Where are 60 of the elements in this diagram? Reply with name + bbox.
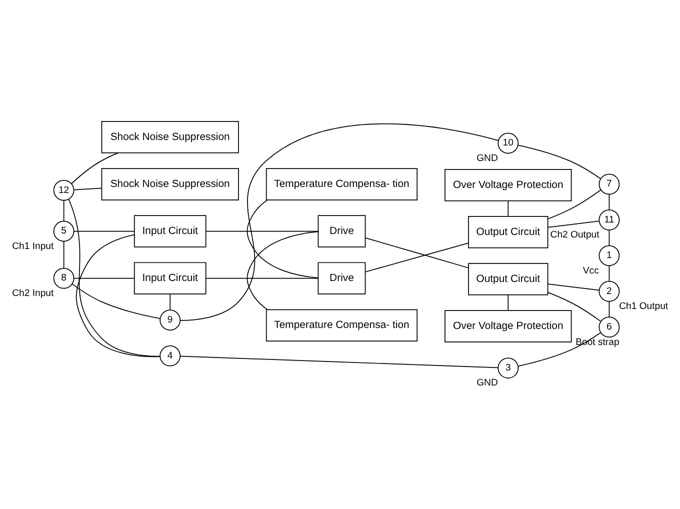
- connector: [76, 234, 160, 357]
- node-label: Vcc: [582, 264, 599, 276]
- connector: [608, 229, 610, 246]
- node-box: Over Voltage Protection: [444, 310, 572, 342]
- node-label: Ch1 Input: [12, 240, 54, 252]
- connector: [63, 240, 64, 268]
- connector: [206, 230, 319, 232]
- connector: [68, 198, 160, 356]
- node-circle: 12: [53, 179, 74, 200]
- connector: [246, 230, 318, 310]
- connector: [63, 199, 64, 221]
- node-box: Output Circuit: [468, 262, 548, 295]
- connector: [518, 144, 602, 179]
- node-circle: 6: [598, 316, 620, 338]
- connector: [547, 291, 602, 322]
- node-box: Input Circuit: [134, 262, 206, 294]
- connector: [180, 123, 499, 320]
- node-circle: 4: [160, 344, 181, 366]
- node-circle: 7: [598, 173, 620, 194]
- node-label: GND: [476, 152, 498, 164]
- connector: [206, 277, 319, 278]
- connector: [608, 300, 610, 317]
- node-box: Temperature Compensa- tion: [266, 168, 418, 200]
- node-circle: 5: [53, 220, 74, 242]
- node-label: GND: [476, 377, 498, 388]
- connector: [74, 230, 135, 232]
- connector: [72, 283, 161, 318]
- connector: [74, 277, 135, 278]
- node-label: Ch1 Output: [619, 300, 668, 312]
- node-circle: 3: [498, 357, 519, 378]
- node-box: Drive: [318, 262, 366, 294]
- connector: [365, 242, 469, 272]
- connector: [548, 220, 600, 228]
- connector: [74, 187, 102, 190]
- node-box: Input Circuit: [134, 214, 206, 247]
- connector: [547, 189, 602, 219]
- connector: [608, 193, 610, 210]
- connector: [365, 237, 469, 268]
- node-circle: 1: [598, 244, 620, 266]
- node-circle: 11: [598, 208, 620, 230]
- node-box: Drive: [318, 214, 366, 247]
- node-label: Ch2 Output: [550, 229, 600, 240]
- connector: [548, 283, 600, 290]
- connector: [608, 264, 610, 282]
- connector: [518, 332, 602, 366]
- node-circle: 8: [53, 267, 74, 288]
- connector: [170, 293, 171, 310]
- node-box: Shock Noise Suppression: [101, 168, 239, 200]
- connector: [180, 355, 498, 368]
- node-label: Ch2 Input: [12, 287, 54, 298]
- node-box: Temperature Compensa- tion: [266, 308, 418, 341]
- node-circle: 2: [598, 280, 620, 302]
- node-circle: 9: [160, 309, 181, 330]
- node-box: Over Voltage Protection: [444, 168, 572, 201]
- connector: [508, 200, 509, 216]
- connector: [508, 294, 509, 310]
- node-box: Output Circuit: [468, 216, 548, 248]
- node-box: Shock Noise Suppression: [101, 120, 239, 153]
- connector: [246, 199, 318, 278]
- node-circle: 10: [498, 132, 519, 154]
